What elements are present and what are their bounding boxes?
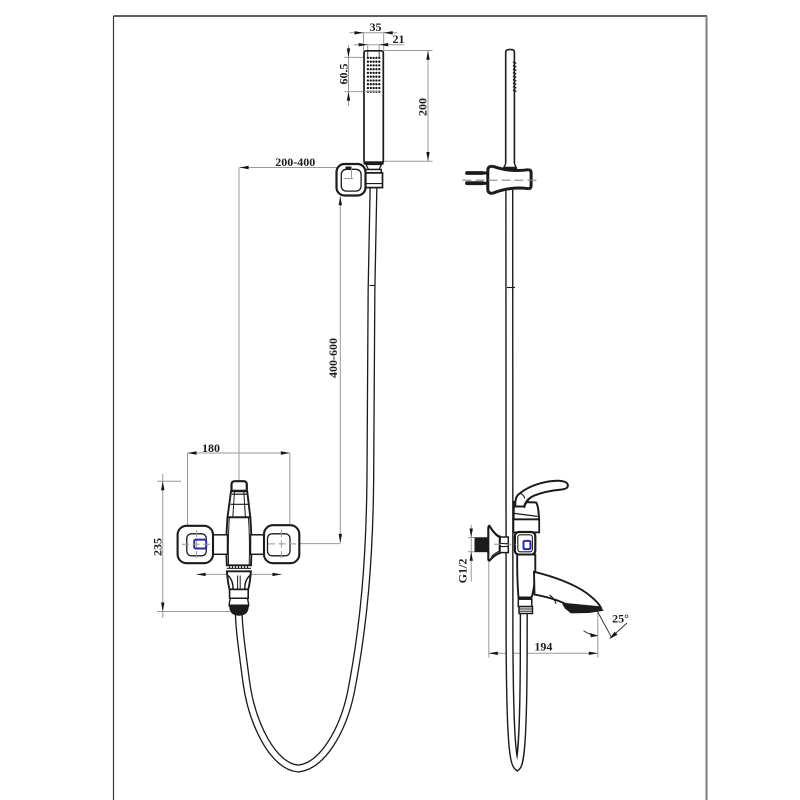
- svg-text:400-600: 400-600: [326, 338, 340, 378]
- svg-text:180: 180: [202, 441, 220, 455]
- svg-text:25°: 25°: [612, 612, 629, 626]
- svg-text:60.5: 60.5: [337, 64, 351, 85]
- svg-text:235: 235: [151, 538, 165, 556]
- svg-text:35: 35: [370, 20, 382, 34]
- svg-text:21: 21: [393, 32, 405, 46]
- svg-text:200-400: 200-400: [275, 155, 315, 169]
- svg-text:G1/2: G1/2: [456, 559, 470, 584]
- svg-text:200: 200: [416, 98, 430, 116]
- svg-text:194: 194: [534, 640, 552, 654]
